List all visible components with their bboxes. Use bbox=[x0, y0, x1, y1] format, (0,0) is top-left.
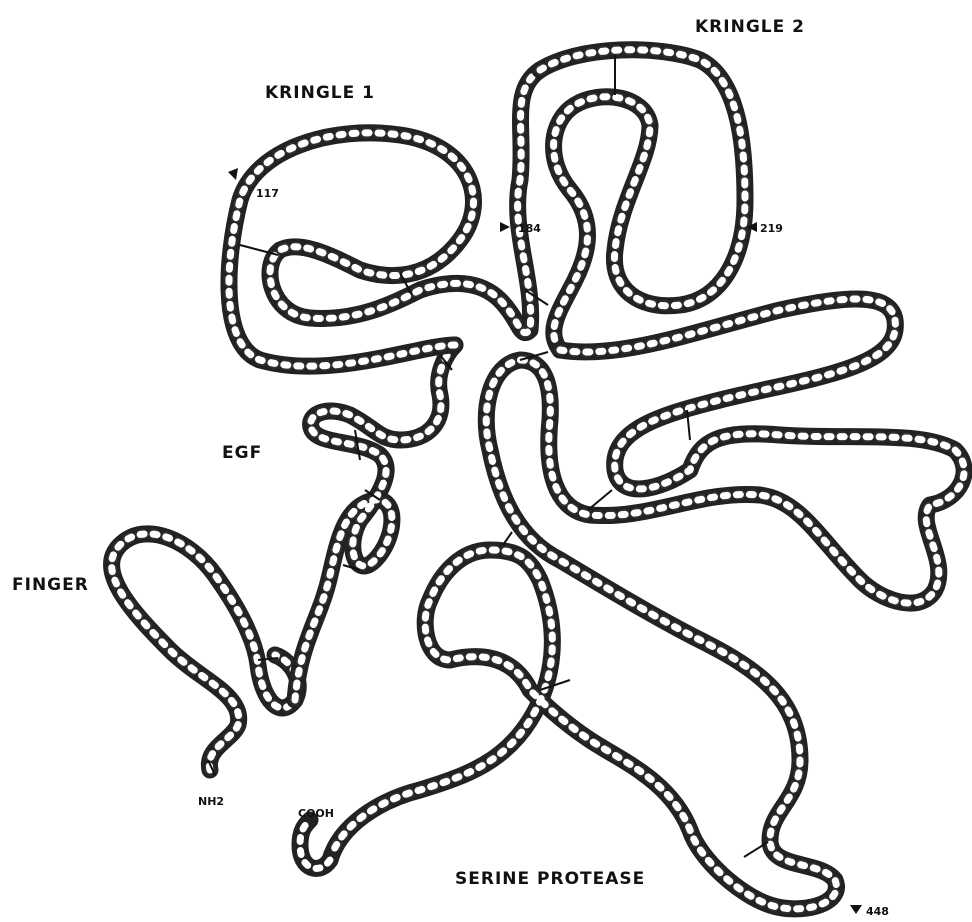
marker-117-label: 117 bbox=[256, 187, 279, 200]
kringle2-label: KRINGLE 2 bbox=[695, 17, 805, 37]
c-terminus-label: COOH bbox=[298, 807, 334, 820]
kringle2-domain-chain bbox=[540, 50, 745, 350]
kringle1-domain-chain bbox=[229, 70, 540, 366]
marker-arrow-icon bbox=[500, 222, 510, 232]
finger-domain-chain bbox=[112, 534, 299, 770]
marker-184-label: 184 bbox=[518, 222, 541, 235]
kringle1-label: KRINGLE 1 bbox=[265, 83, 375, 103]
c-terminal-tail bbox=[300, 820, 330, 868]
marker-448: 448 bbox=[850, 905, 889, 918]
serine-protease-label: SERINE PROTEASE bbox=[455, 869, 645, 889]
marker-184: 184 bbox=[500, 222, 541, 235]
marker-arrow-icon bbox=[228, 168, 238, 180]
marker-219: 219 bbox=[747, 222, 783, 235]
serine-protease-chain bbox=[330, 299, 964, 909]
marker-arrow-icon bbox=[850, 905, 862, 914]
egf-label: EGF bbox=[222, 443, 262, 463]
finger-label: FINGER bbox=[12, 575, 89, 595]
marker-219-label: 219 bbox=[760, 222, 783, 235]
marker-448-label: 448 bbox=[866, 905, 889, 918]
n-terminus-label: NH2 bbox=[198, 795, 224, 808]
